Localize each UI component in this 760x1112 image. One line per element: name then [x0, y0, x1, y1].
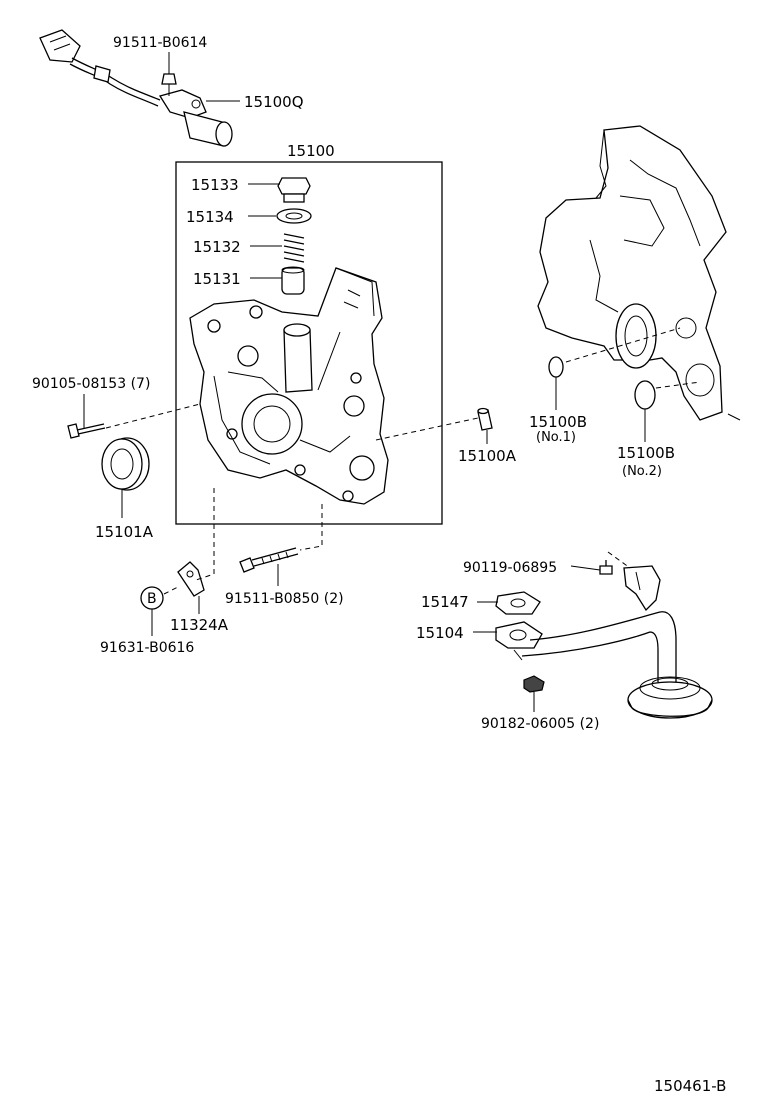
label-90119-06895: 90119-06895 [463, 560, 557, 576]
label-90105-08153: 90105-08153 (7) [32, 376, 150, 392]
label-91511-B0850: 91511-B0850 (2) [225, 591, 344, 607]
label-15134: 15134 [186, 208, 234, 226]
callout-labels: 91511-B0614 15100Q 15100 15133 15134 151… [32, 35, 726, 1095]
oil-strainer-assembly [495, 560, 713, 719]
label-15101A: 15101A [95, 523, 154, 541]
bracket-11324A [177, 561, 205, 597]
label-91631-B0616: 91631-B0616 [100, 640, 194, 656]
label-15131: 15131 [193, 270, 241, 288]
label-15100B-no1-note: (No.1) [536, 430, 576, 445]
label-15100B-no1: 15100B [529, 413, 587, 431]
oil-pump-body [189, 267, 389, 505]
label-15100: 15100 [287, 142, 335, 160]
label-15100Q: 15100Q [244, 93, 304, 111]
oil-pump-assembly-box [175, 161, 443, 525]
relief-valve-stack [276, 177, 312, 295]
label-15104: 15104 [416, 624, 464, 642]
label-15133: 15133 [191, 176, 239, 194]
engine-block-outline [537, 125, 741, 421]
crank-sensor-assembly [39, 29, 233, 147]
label-90182-06005: 90182-06005 (2) [481, 716, 599, 732]
label-91511-B0614: 91511-B0614 [113, 35, 207, 51]
bolt-91511-B0850 [239, 547, 299, 573]
label-15147: 15147 [421, 593, 469, 611]
leader-lines [83, 52, 646, 712]
assembly-dashed-lines [105, 327, 701, 595]
dowel-pin-15100A [477, 407, 493, 431]
oil-seal-15101A [101, 437, 150, 491]
label-11324A: 11324A [170, 616, 229, 634]
label-15100B-no2: 15100B [617, 444, 675, 462]
diagram-id: 150461-B [654, 1077, 726, 1095]
bolt-90105 [67, 423, 106, 439]
label-15100B-no2-note: (No.2) [622, 464, 662, 479]
label-15132: 15132 [193, 238, 241, 256]
label-15100A: 15100A [458, 447, 517, 465]
o-ring-15100B-no2 [634, 380, 656, 410]
label-b: B [147, 591, 157, 607]
o-ring-15100B-no1 [548, 356, 564, 378]
